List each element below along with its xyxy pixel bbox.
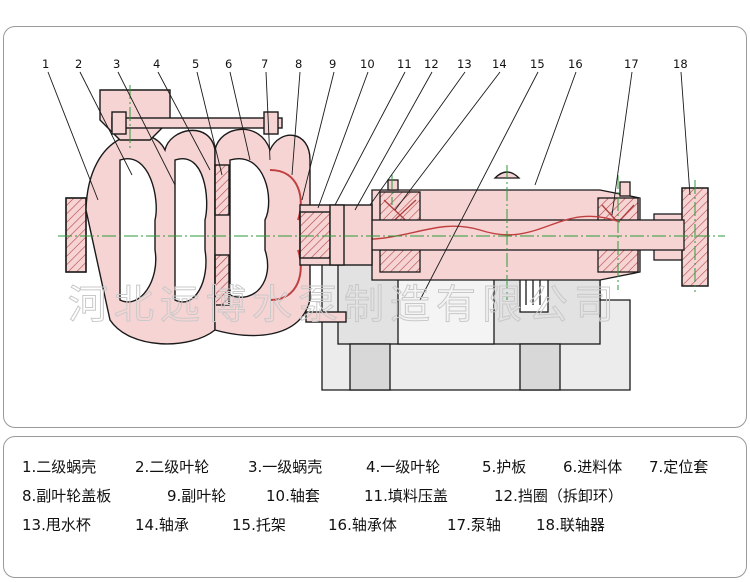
callout-9: 9 (329, 57, 336, 71)
callout-8: 8 (295, 57, 302, 71)
callout-11: 11 (397, 57, 412, 71)
watermark-text: 河北远博水泵制造有限公司 (68, 282, 620, 328)
legend-item-4: 4.一级叶轮 (366, 458, 441, 476)
callout-17: 17 (624, 57, 639, 71)
legend-item-7: 7.定位套 (649, 458, 709, 476)
legend-item-12: 12.挡圈（拆卸环） (494, 487, 623, 505)
callout-leaders (47, 71, 691, 301)
callout-18: 18 (673, 57, 688, 71)
legend-item-5: 5.护板 (482, 458, 527, 476)
legend-item-6: 6.进料体 (563, 458, 623, 476)
callout-1: 1 (42, 57, 49, 71)
legend-item-8: 8.副叶轮盖板 (22, 487, 112, 505)
legend-item-3: 3.一级蜗壳 (248, 458, 323, 476)
legend-item-9: 9.副叶轮 (167, 487, 227, 505)
callout-15: 15 (530, 57, 545, 71)
legend-item-15: 15.托架 (232, 516, 286, 534)
legend-item-1: 1.二级蜗壳 (22, 458, 97, 476)
pump-casings (65, 89, 373, 345)
callout-4: 4 (153, 57, 160, 71)
legend-item-10: 10.轴套 (266, 487, 320, 505)
callout-2: 2 (75, 57, 82, 71)
callout-5: 5 (192, 57, 199, 71)
legend-item-16: 16.轴承体 (328, 516, 397, 534)
callout-numbers: 1 2 3 4 5 6 7 8 9 10 11 12 13 14 15 16 1… (42, 57, 688, 71)
legend-item-17: 17.泵轴 (447, 516, 501, 534)
callout-16: 16 (568, 57, 583, 71)
callout-10: 10 (360, 57, 375, 71)
callout-14: 14 (492, 57, 507, 71)
callout-7: 7 (261, 57, 268, 71)
callout-13: 13 (457, 57, 472, 71)
callout-6: 6 (225, 57, 232, 71)
legend-panel (3, 436, 747, 578)
callout-12: 12 (424, 57, 439, 71)
center-lines (58, 85, 725, 300)
legend-item-18: 18.联轴器 (536, 516, 605, 534)
legend-item-13: 13.甩水杯 (22, 516, 91, 534)
legend-item-2: 2.二级叶轮 (135, 458, 210, 476)
legend-item-11: 11.填料压盖 (364, 487, 448, 505)
callout-3: 3 (113, 57, 120, 71)
legend-item-14: 14.轴承 (135, 516, 189, 534)
